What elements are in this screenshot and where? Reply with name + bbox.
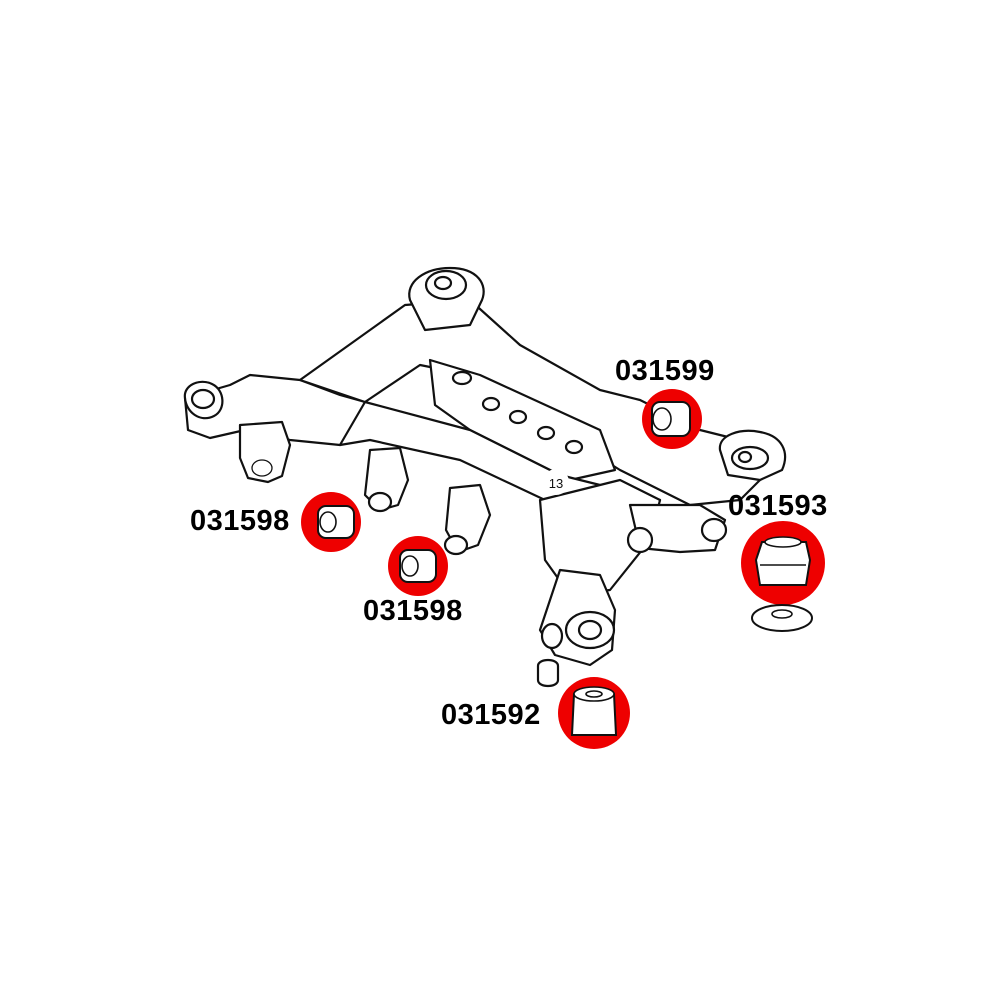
bushing-031598-mid-core [401,555,419,577]
front-lower-bushing-eye [577,619,603,641]
label-031598-left: 031598 [190,505,290,537]
highlight-031593 [741,521,825,632]
web-hole-4 [536,425,556,441]
highlight-031598-mid [388,536,448,596]
web-hole-3 [508,409,528,425]
label-031599: 031599 [615,355,715,387]
highlight-031599 [642,389,702,449]
web-hole-2 [481,396,501,412]
bushing-031599-core [652,407,672,431]
mid-trailing-bushing-eye [443,534,469,556]
web-hole-1 [451,370,473,386]
web-hole-5 [564,439,584,455]
front-right-mount-eye [433,275,453,291]
highlight-031598-left [301,492,361,552]
bushing-031592-eye [585,690,603,698]
frame-marking-circle [543,469,569,495]
front-lower-loose-bush [536,658,560,688]
diff-inner-bushing-eye [626,526,654,554]
label-031593: 031593 [728,490,828,522]
rear-subframe-drawing: 13 [183,266,787,688]
label-031598-mid: 031598 [363,595,463,627]
label-031592: 031592 [441,699,541,731]
left-front-bushing-eye [190,388,216,410]
left-trailing-bushing-eye [367,491,393,513]
diff-mount-031593 [754,541,812,586]
front-lower-link-eye [540,622,564,650]
highlight-031592 [558,677,630,749]
frame-marking-text: 13 [549,476,563,491]
left-bracket-hole [251,459,273,477]
diff-side-bushing-eye [700,517,728,543]
bushing-031598-left-core [319,511,337,533]
diff-mount-031593-top [764,536,802,548]
rear-right-mount-eye [737,450,753,464]
diff-mount-031593-washer-hole [771,609,793,619]
